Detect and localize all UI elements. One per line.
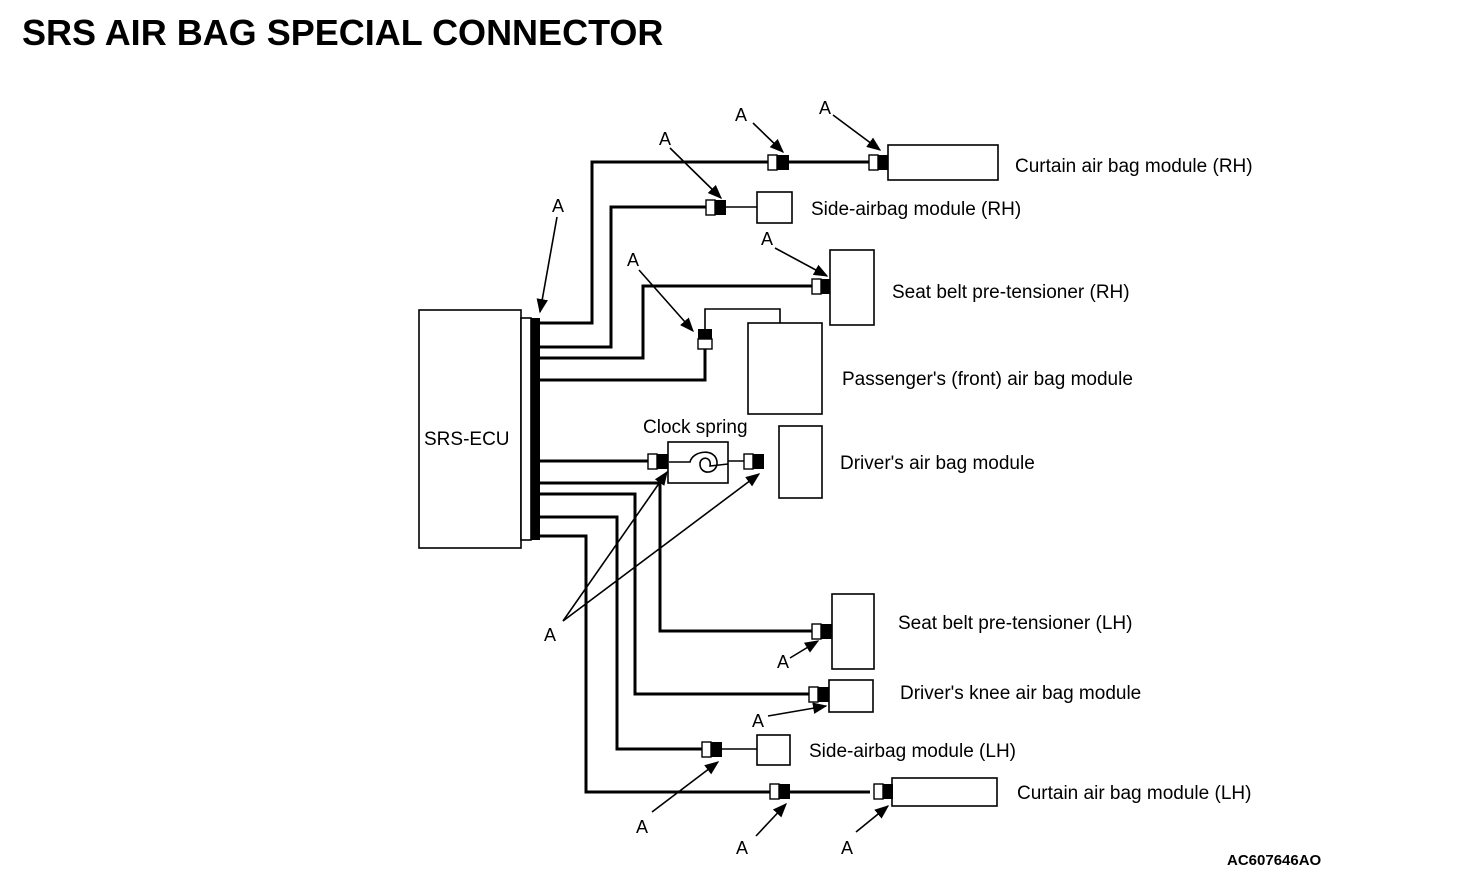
label-seatbelt-pretensioner-rh: Seat belt pre-tensioner (RH) xyxy=(892,282,1130,303)
connector-curtain-lh-2 xyxy=(873,783,893,800)
label-side-airbag-lh: Side-airbag module (LH) xyxy=(809,741,1016,762)
callout-letter: A xyxy=(544,625,556,645)
diagram-title: SRS AIR BAG SPECIAL CONNECTOR xyxy=(22,12,663,53)
connector-passenger xyxy=(697,329,713,350)
connector-curtain-lh-1 xyxy=(769,783,790,800)
label-side-airbag-rh: Side-airbag module (RH) xyxy=(811,199,1021,220)
callout-letter: A xyxy=(752,711,764,731)
callout-letter: A xyxy=(735,105,747,125)
callout-letter: A xyxy=(761,229,773,249)
connector-curtain-rh-1 xyxy=(767,154,789,171)
wire-curtain-lh xyxy=(540,534,870,794)
curtain-airbag-lh-box xyxy=(891,777,998,807)
passenger-airbag-box xyxy=(747,322,823,415)
label-driver-airbag: Driver's air bag module xyxy=(840,453,1035,474)
label-curtain-airbag-lh: Curtain air bag module (LH) xyxy=(1017,783,1251,804)
callout-letter: A xyxy=(552,196,564,216)
callout-letter: A xyxy=(627,250,639,270)
curtain-airbag-rh-box xyxy=(887,144,999,181)
side-airbag-lh-box xyxy=(756,734,791,766)
knee-airbag-box xyxy=(828,679,874,713)
connector-knee xyxy=(808,686,829,703)
connector-seatbelt-lh xyxy=(811,623,832,640)
label-seatbelt-pretensioner-lh: Seat belt pre-tensioner (LH) xyxy=(898,613,1132,634)
connector-driver xyxy=(743,453,764,470)
callout-letter: A xyxy=(819,98,831,118)
driver-airbag-box xyxy=(778,425,823,499)
srs-ecu-label: SRS-ECU xyxy=(424,429,510,450)
clock-spring xyxy=(667,441,745,484)
wire-side-lh xyxy=(540,515,702,751)
srs-ecu-box xyxy=(418,309,522,549)
srs-ecu-connector-housing xyxy=(520,317,532,541)
connector-clock-spring-in xyxy=(647,453,668,470)
callout-letter: A xyxy=(841,838,853,858)
wire-passenger-pigtail xyxy=(704,308,781,329)
connector-curtain-rh-2 xyxy=(868,154,888,171)
connector-side-lh xyxy=(701,741,722,758)
seatbelt-pretensioner-rh-box xyxy=(829,249,875,326)
label-curtain-airbag-rh: Curtain air bag module (RH) xyxy=(1015,156,1253,177)
connector-side-rh xyxy=(705,199,726,216)
label-knee-airbag: Driver's knee air bag module xyxy=(900,683,1141,704)
callout-letter: A xyxy=(636,817,648,837)
side-airbag-rh-box xyxy=(756,191,793,224)
wire-curtain-rh xyxy=(540,160,870,325)
wire-harness xyxy=(540,160,870,794)
label-passenger-airbag: Passenger's (front) air bag module xyxy=(842,369,1133,390)
figure-code: AC607646AO xyxy=(1227,852,1322,869)
wire-seatbelt-lh xyxy=(540,481,813,633)
wire-side-rh xyxy=(540,205,708,349)
seatbelt-pretensioner-lh-box xyxy=(831,593,875,670)
callout-letter: A xyxy=(777,652,789,672)
connector-seatbelt-rh xyxy=(811,278,830,295)
callout-letter: A xyxy=(659,129,671,149)
wire-seatbelt-rh xyxy=(540,284,813,360)
clock-spring-label: Clock spring xyxy=(643,417,748,438)
callout-letter: A xyxy=(736,838,748,858)
wire-knee xyxy=(540,492,810,696)
wire-passenger xyxy=(540,347,707,382)
srs-ecu-connector xyxy=(531,318,540,540)
callouts: A A A A A A A A A A A A xyxy=(536,98,890,858)
